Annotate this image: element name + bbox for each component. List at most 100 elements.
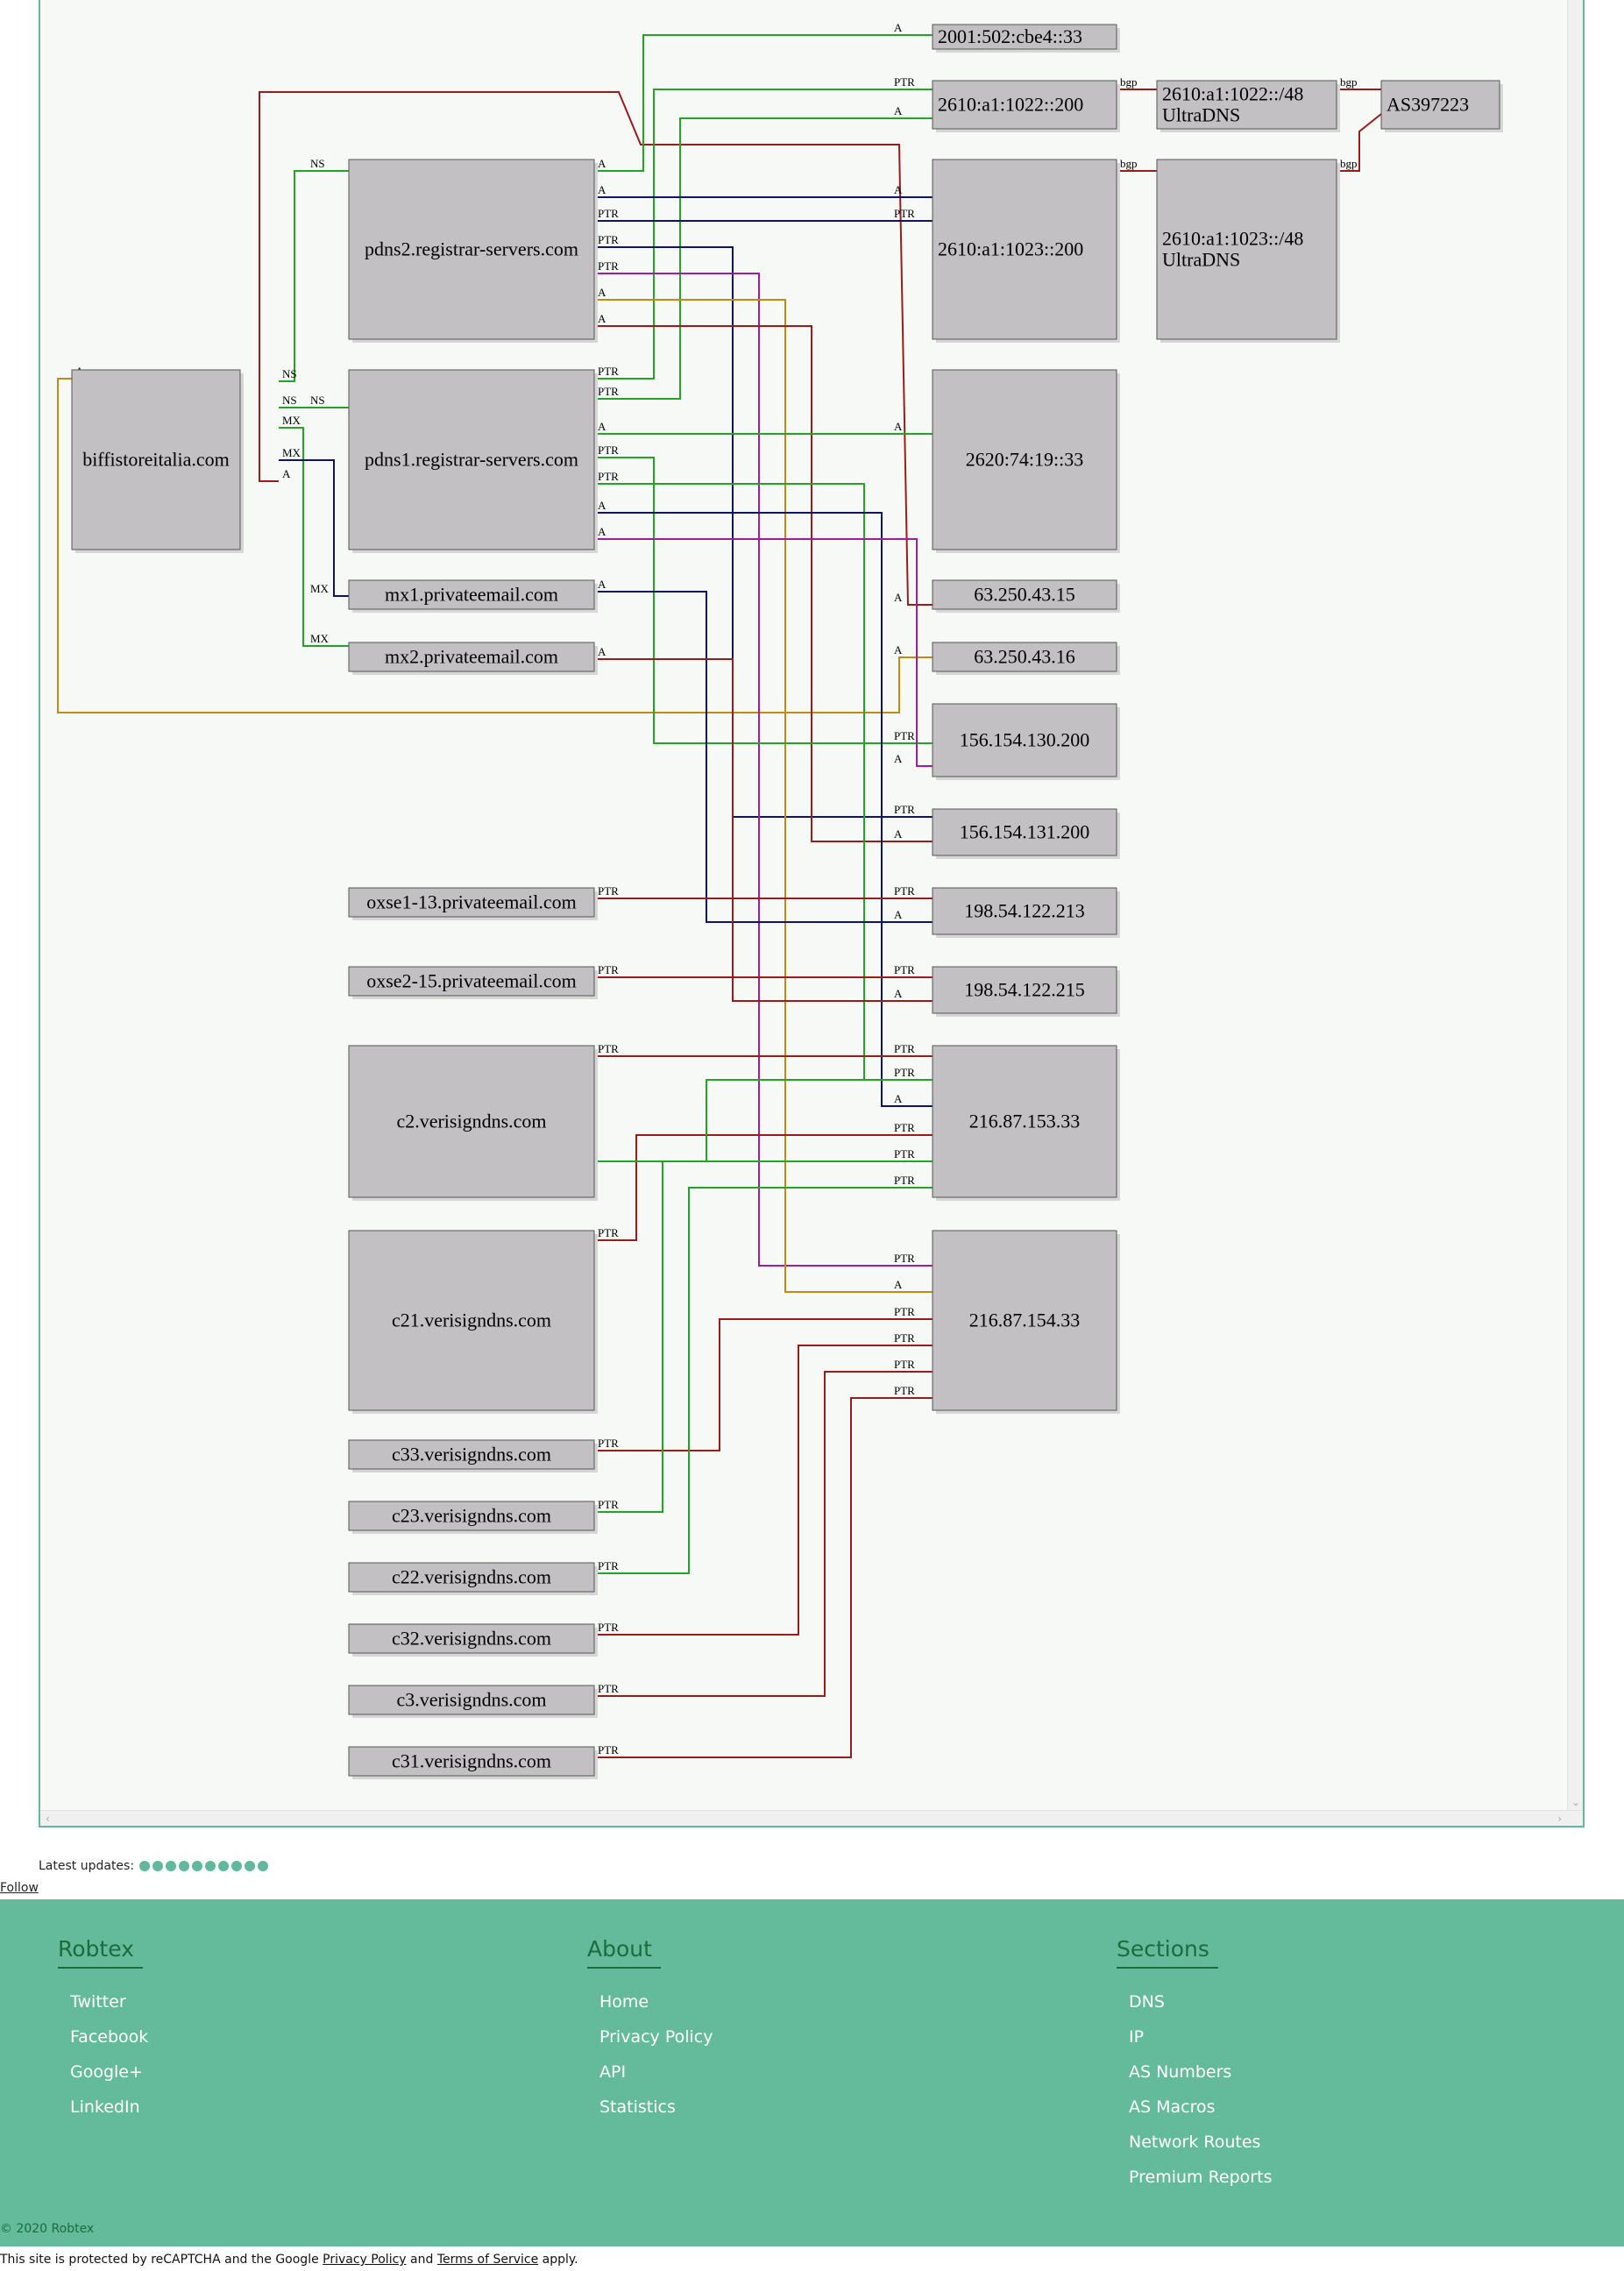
graph-edges: NSNSNSNSMXMXMXMXAAAAAAPTRPTRPTRAAAPTRPTR… xyxy=(57,21,1382,1758)
footer-link-linkedin[interactable]: LinkedIn xyxy=(70,2097,140,2117)
graph-node[interactable]: c32.verisigndns.com xyxy=(348,1623,598,1657)
graph-node[interactable]: 198.54.122.215 xyxy=(932,966,1120,1017)
graph-node[interactable]: 63.250.43.15 xyxy=(932,579,1120,613)
edge-type-label: A xyxy=(894,420,903,433)
graph-node[interactable]: c23.verisigndns.com xyxy=(348,1501,598,1534)
graph-node[interactable]: 156.154.130.200 xyxy=(932,703,1120,780)
graph-node[interactable]: oxse1-13.privateemail.com xyxy=(348,887,598,920)
graph-node[interactable]: 216.87.153.33 xyxy=(932,1045,1120,1201)
graph-node[interactable]: 198.54.122.213 xyxy=(932,887,1120,938)
scroll-left-arrow-icon[interactable]: ‹ xyxy=(46,1813,50,1825)
edge-type-label: A xyxy=(598,645,606,658)
horizontal-scrollbar[interactable]: ‹ › xyxy=(40,1810,1583,1826)
graph-edge xyxy=(57,378,933,713)
scroll-right-arrow-icon[interactable]: › xyxy=(1557,1813,1562,1825)
update-dot[interactable] xyxy=(179,1861,190,1871)
footer-link-twitter[interactable]: Twitter xyxy=(70,1992,126,2012)
update-dot[interactable] xyxy=(218,1861,230,1871)
graph-node[interactable]: AS397223 xyxy=(1380,80,1503,132)
edge-type-label: NS xyxy=(310,394,325,407)
footer-link-dns[interactable]: DNS xyxy=(1129,1992,1165,2012)
graph-node[interactable]: oxse2-15.privateemail.com xyxy=(348,966,598,999)
update-dot[interactable] xyxy=(231,1861,243,1871)
graph-node[interactable]: pdns2.registrar-servers.com xyxy=(348,159,598,343)
edge-type-label: A xyxy=(894,643,903,656)
graph-node[interactable]: 2610:a1:1022::200 xyxy=(932,80,1120,132)
update-dot[interactable] xyxy=(192,1861,203,1871)
footer-link-statistics[interactable]: Statistics xyxy=(599,2097,676,2117)
footer-link-as-numbers[interactable]: AS Numbers xyxy=(1129,2062,1232,2082)
graph-edge xyxy=(594,325,933,842)
graph-node-label: 2610:a1:1022::200 xyxy=(938,94,1083,116)
edge-type-label: bgp xyxy=(1120,157,1138,170)
update-dot[interactable] xyxy=(258,1861,269,1871)
graph-node[interactable]: c2.verisigndns.com xyxy=(348,1045,598,1201)
graph-node[interactable]: c3.verisigndns.com xyxy=(348,1685,598,1718)
graph-node-label: mx2.privateemail.com xyxy=(385,646,558,668)
update-dot[interactable] xyxy=(152,1861,164,1871)
vertical-scrollbar[interactable]: ⌄ xyxy=(1567,0,1583,1810)
graph-node[interactable]: 63.250.43.16 xyxy=(932,642,1120,675)
graph-node[interactable]: c33.verisigndns.com xyxy=(348,1439,598,1473)
footer-link-facebook[interactable]: Facebook xyxy=(70,2027,149,2047)
graph-node[interactable]: pdns1.registrar-servers.com xyxy=(348,369,598,553)
edge-type-label: PTR xyxy=(894,729,915,742)
edge-type-label: PTR xyxy=(894,1042,915,1055)
edge-type-label: PTR xyxy=(894,1384,915,1397)
edge-type-label: A xyxy=(598,286,606,299)
graph-node-label: oxse2-15.privateemail.com xyxy=(366,970,576,992)
footer-link-premium-reports[interactable]: Premium Reports xyxy=(1129,2168,1273,2187)
update-dot[interactable] xyxy=(245,1861,256,1871)
edge-type-label: A xyxy=(598,183,606,196)
update-dot[interactable] xyxy=(205,1861,216,1871)
edge-type-label: MX xyxy=(282,414,301,427)
edge-type-label: A xyxy=(598,525,606,538)
edge-type-label: A xyxy=(598,499,606,512)
terms-of-service-link[interactable]: Terms of Service xyxy=(436,2253,539,2267)
footer-link-network-routes[interactable]: Network Routes xyxy=(1129,2133,1261,2152)
dns-graph-viewport[interactable]: NSNSNSNSMXMXMXMXAAAAAAPTRPTRPTRAAAPTRPTR… xyxy=(39,0,1585,1827)
footer-link-privacy-policy[interactable]: Privacy Policy xyxy=(599,2027,713,2047)
edge-type-label: PTR xyxy=(598,207,619,220)
dns-graph: NSNSNSNSMXMXMXMXAAAAAAPTRPTRPTRAAAPTRPTR… xyxy=(57,21,1503,1779)
edge-type-label: A xyxy=(894,752,903,765)
footer-link-ip[interactable]: IP xyxy=(1129,2027,1145,2047)
graph-edge xyxy=(594,1160,933,1513)
graph-edge xyxy=(279,427,349,647)
graph-node-label: c33.verisigndns.com xyxy=(392,1444,551,1466)
footer-link-as-macros[interactable]: AS Macros xyxy=(1129,2097,1216,2117)
graph-node[interactable]: 2610:a1:1023::200 xyxy=(932,159,1120,343)
graph-edge xyxy=(594,1079,933,1162)
edge-type-label: bgp xyxy=(1120,75,1138,89)
update-dot[interactable] xyxy=(139,1861,151,1871)
graph-edge xyxy=(594,273,933,1267)
graph-node[interactable]: 2001:502:cbe4::33 xyxy=(932,24,1120,53)
update-dot[interactable] xyxy=(166,1861,177,1871)
graph-node[interactable]: c22.verisigndns.com xyxy=(348,1562,598,1595)
footer-link-googleplus[interactable]: Google+ xyxy=(70,2062,143,2082)
graph-node[interactable]: biffistoreitalia.com xyxy=(71,369,244,553)
edge-type-label: PTR xyxy=(598,884,619,898)
graph-node[interactable]: c31.verisigndns.com xyxy=(348,1746,598,1779)
graph-node[interactable]: 2620:74:19::33 xyxy=(932,369,1120,553)
graph-node[interactable]: 156.154.131.200 xyxy=(932,808,1120,859)
footer-link-home[interactable]: Home xyxy=(599,1992,649,2012)
scroll-down-arrow-icon[interactable]: ⌄ xyxy=(1571,1796,1581,1808)
graph-node[interactable]: mx2.privateemail.com xyxy=(348,642,598,675)
graph-node-label: c22.verisigndns.com xyxy=(392,1566,551,1588)
graph-node-label: 2001:502:cbe4::33 xyxy=(938,25,1082,47)
edge-type-label: MX xyxy=(282,446,301,459)
graph-edge xyxy=(594,512,933,1107)
graph-node[interactable]: mx1.privateemail.com xyxy=(348,579,598,613)
graph-node-label: 63.250.43.16 xyxy=(974,646,1075,668)
graph-node-label: 198.54.122.213 xyxy=(964,900,1085,922)
graph-node[interactable]: c21.verisigndns.com xyxy=(348,1230,598,1414)
graph-node[interactable]: 216.87.154.33 xyxy=(932,1230,1120,1414)
footer-link-api[interactable]: API xyxy=(599,2062,627,2082)
recaptcha-text-pre: This site is protected by reCAPTCHA and … xyxy=(0,2253,323,2267)
privacy-policy-link[interactable]: Privacy Policy xyxy=(323,2253,407,2267)
follow-link[interactable]: Follow xyxy=(0,1881,39,1895)
footer-heading-robtex: Robtex xyxy=(58,1936,143,1969)
